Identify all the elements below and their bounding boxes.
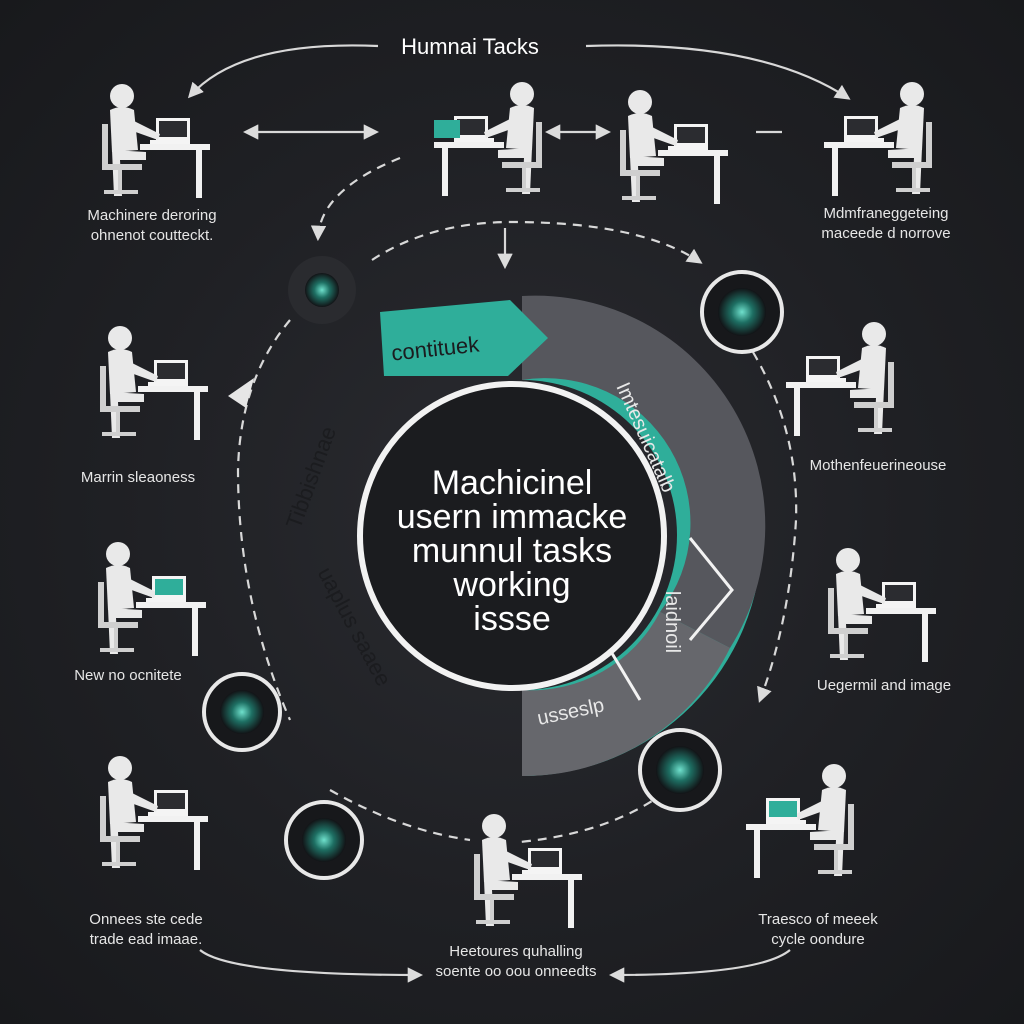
person-at-desk-icon [828,548,936,662]
network-node-icon [284,800,364,880]
network-node-icon [638,728,722,812]
center-line-5: issse [473,600,550,638]
loop-arrow-6 [329,789,471,842]
bottom-arrow-right [608,949,791,983]
loop-arrow-3 [715,299,798,703]
person-at-desk-icon [620,90,728,204]
segment-label-left-outer: Tibbishnae [281,423,341,532]
figure-label-mid-right-2: Uegermil and image [817,677,951,694]
person-at-desk-icon [102,84,210,198]
figure-label-mid-left-1: Marrin sleaoness [81,469,195,486]
ring-center [357,381,667,691]
center-line-4: working [452,566,570,604]
figure-label-mid-right-1: Mothenfeuerineouse [810,457,947,474]
diagram-title: Humnai Tacks [401,34,539,59]
figure-label-mid-left-2: New no ocnitete [74,667,182,684]
center-line-1: Machicinel [432,464,593,502]
person-at-desk-icon [434,82,542,196]
ring-chevron-1 [688,537,734,641]
ring-gray-segment-lower [522,612,730,777]
title-arrow-right [585,44,851,100]
network-node-icon [700,270,784,354]
title-arrow-left [187,44,379,99]
segment-label-right-lower: laidnoil [661,591,683,653]
cycle-ring [357,295,766,777]
loop-arrow-2 [371,220,703,264]
person-at-desk-icon [786,322,894,436]
center-text: Machicinel usern immacke munnul tasks wo… [397,464,628,638]
person-at-desk-icon [474,814,582,928]
bottom-arrow-left [199,949,424,983]
person-at-desk-icon [824,82,932,196]
person-at-desk-icon [746,764,854,878]
ring-gray-segment-upper [522,295,766,648]
network-node-icon [202,672,282,752]
person-at-desk-icon [100,756,208,870]
loop-arrow-1 [310,156,401,242]
network-node-icon [288,256,356,324]
person-at-desk-icon [98,542,206,656]
person-at-desk-icon [100,326,208,440]
center-line-3: munnul tasks [412,532,612,570]
ring-top-arrow [380,300,548,376]
center-line-2: usern immacke [397,498,628,536]
loop-arrowhead-left [228,378,254,408]
loop-arrow-5 [236,319,292,721]
